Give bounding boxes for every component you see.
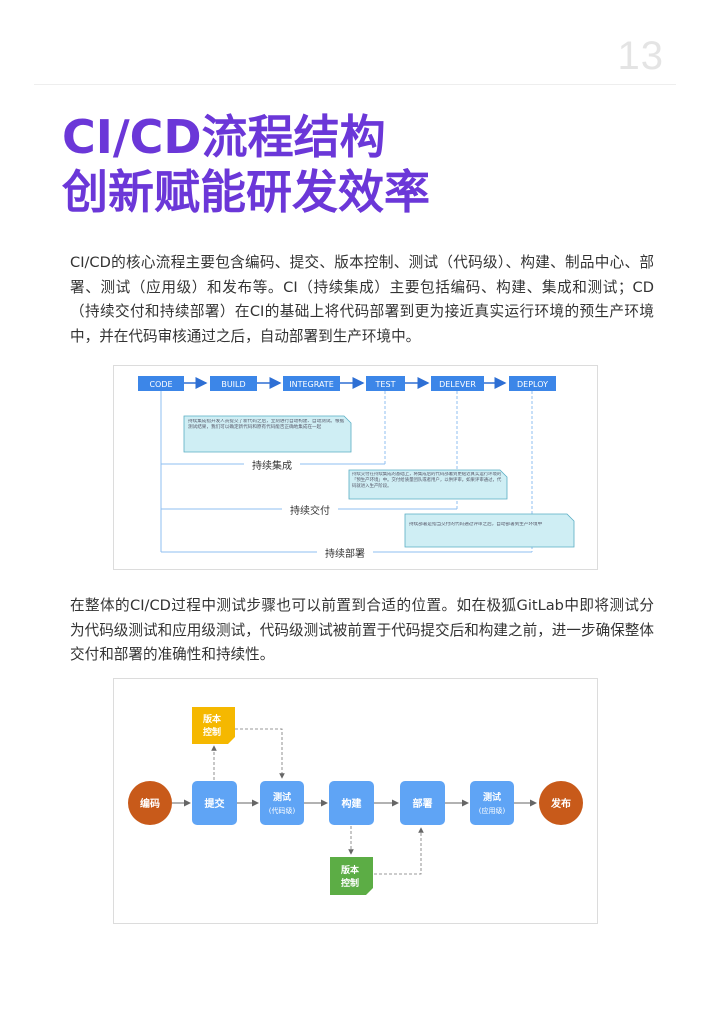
title-line-2: 创新赋能研发效率 [62, 165, 430, 219]
node-code-shape [128, 781, 172, 825]
svg-text:BUILD: BUILD [221, 380, 245, 389]
svg-text:版本: 版本 [340, 864, 360, 876]
svg-text:部署: 部署 [413, 797, 433, 810]
span-delivery-label: 持续交付 [290, 504, 330, 517]
svg-text:测试: 测试 [273, 791, 291, 803]
page-title: CI/CD流程结构 创新赋能研发效率 [62, 110, 430, 220]
node-version-top: 版本 控制 [192, 707, 235, 744]
node-test-app: 测试 (应用级) [470, 781, 514, 825]
svg-text:INTEGRATE: INTEGRATE [289, 380, 334, 389]
node-version-top-shape [192, 707, 235, 744]
note-deploy-text: 持续部署是指当交付的代码通过评审之后，自动部署到生产环境中 [409, 522, 543, 527]
svg-text:测试: 测试 [483, 791, 501, 803]
node-commit-shape [192, 781, 237, 825]
svg-text:控制: 控制 [341, 877, 359, 889]
svg-text:发布: 发布 [550, 797, 571, 810]
connector-version-test [235, 728, 285, 779]
cicd-pipeline-figure: CODE BUILD INTEGRATE TEST DELEVER DEPLOY [113, 365, 598, 570]
svg-text:DELEVER: DELEVER [439, 380, 476, 389]
cicd-pipeline-diagram: CODE BUILD INTEGRATE TEST DELEVER DEPLOY [138, 376, 575, 560]
node-test-app-shape [470, 781, 514, 825]
stage-deploy: DEPLOY [509, 376, 556, 391]
node-version-bottom: 版本 控制 [330, 857, 373, 895]
svg-text:构建: 构建 [342, 797, 363, 810]
note-deploy: 持续部署是指当交付的代码通过评审之后，自动部署到生产环境中 [404, 513, 575, 548]
node-code: 编码 [128, 781, 172, 825]
connector-version-deploy [374, 827, 424, 875]
svg-text:CODE: CODE [149, 380, 172, 389]
node-deploy-shape [400, 781, 445, 825]
page-number: 13 [617, 34, 664, 78]
node-test-code-shape [260, 781, 304, 825]
intro-paragraph: CI/CD的核心流程主要包含编码、提交、版本控制、测试（代码级）、构建、制品中心… [70, 254, 654, 345]
node-version-bottom-shape [330, 857, 373, 895]
stage-delever: DELEVER [431, 376, 484, 391]
svg-text:DEPLOY: DEPLOY [517, 380, 548, 389]
stage-integrate: INTEGRATE [283, 376, 340, 391]
note-ci-text: 持续集成指开发人员提交了新代码之后，立刻进行自动构建、自动测试。根据测试结果，我… [188, 419, 345, 431]
stage-code: CODE [138, 376, 184, 391]
node-release: 发布 [539, 781, 583, 825]
span-deploy-label: 持续部署 [325, 547, 365, 560]
node-commit: 提交 [192, 781, 237, 825]
svg-text:(应用级): (应用级) [479, 806, 506, 815]
node-build: 构建 [329, 781, 374, 825]
node-build-shape [329, 781, 374, 825]
node-release-shape [539, 781, 583, 825]
stage-test: TEST [366, 376, 405, 391]
stage-build: BUILD [210, 376, 257, 391]
note-delivery-text: 持续交付在持续集成的基础上，将集成后的代码部署到更贴近真实运行环境的「预生产环境… [352, 472, 502, 489]
node-test-code: 测试 (代码级) [260, 781, 304, 825]
svg-text:提交: 提交 [205, 797, 225, 810]
testing-paragraph: 在整体的CI/CD过程中测试步骤也可以前置到合适的位置。如在极狐GitLab中即… [70, 597, 654, 663]
svg-text:TEST: TEST [375, 380, 396, 389]
svg-text:(代码级): (代码级) [269, 806, 296, 815]
span-ci-label: 持续集成 [252, 459, 292, 472]
svg-text:版本: 版本 [202, 713, 222, 725]
title-line-1: CI/CD流程结构 [62, 110, 386, 164]
header-divider [34, 84, 676, 85]
gitlab-flow-figure: 编码 提交 版本 控制 测试 (代码级) 构建 版本 控制 [113, 678, 598, 924]
gitlab-flow-diagram: 编码 提交 版本 控制 测试 (代码级) 构建 版本 控制 [128, 707, 583, 895]
svg-text:编码: 编码 [140, 797, 160, 810]
svg-text:控制: 控制 [203, 726, 221, 738]
node-deploy: 部署 [400, 781, 445, 825]
note-delivery: 持续交付在持续集成的基础上，将集成后的代码部署到更贴近真实运行环境的「预生产环境… [348, 469, 508, 500]
note-ci: 持续集成指开发人员提交了新代码之后，立刻进行自动构建、自动测试。根据测试结果，我… [183, 415, 352, 453]
